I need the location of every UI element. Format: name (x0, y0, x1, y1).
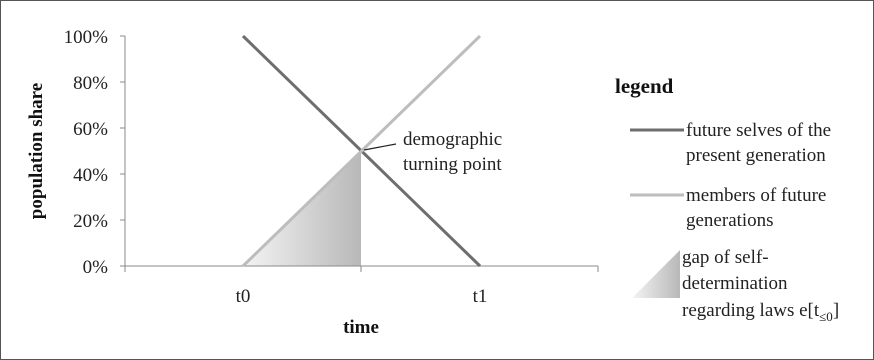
annotation-text-line1: demographic (403, 129, 502, 150)
x-tick-marks (124, 266, 599, 272)
y-tick-label: 20% (73, 211, 108, 232)
legend-swatch-gap-area (632, 250, 680, 298)
x-tick-label: t1 (473, 286, 488, 307)
legend-label-future-generations-line1: members of future (686, 185, 826, 206)
y-tick-marks (120, 35, 125, 267)
legend-label-future-selves-line2: present generation (686, 145, 826, 166)
y-tick-label: 60% (73, 119, 108, 140)
y-tick-label: 100% (64, 27, 109, 48)
legend-gap-subscript: ≤0 (819, 309, 833, 324)
legend-gap-text-end: ] (833, 300, 839, 321)
legend-label-gap-line1: gap of self- (682, 247, 769, 268)
x-tick-label: t0 (236, 286, 251, 307)
legend-label-future-selves-line1: future selves of the (686, 120, 831, 141)
legend-gap-text-main: regarding laws e[t (682, 300, 820, 321)
y-tick-label: 80% (73, 73, 108, 94)
annotation-leader-line (363, 143, 397, 151)
annotation-text-line2: turning point (403, 154, 502, 175)
y-axis-title: population share (26, 83, 47, 219)
legend-label-gap-line2: determination (682, 273, 788, 294)
y-tick-label: 40% (73, 165, 108, 186)
x-axis-title: time (343, 317, 379, 338)
legend-label-future-generations-line2: generations (686, 210, 774, 231)
legend-label-gap-line3: regarding laws e[t≤0] (682, 300, 839, 324)
y-tick-label: 0% (83, 257, 109, 278)
series-line-future-generations (241, 34, 482, 268)
legend-title: legend (615, 74, 674, 98)
